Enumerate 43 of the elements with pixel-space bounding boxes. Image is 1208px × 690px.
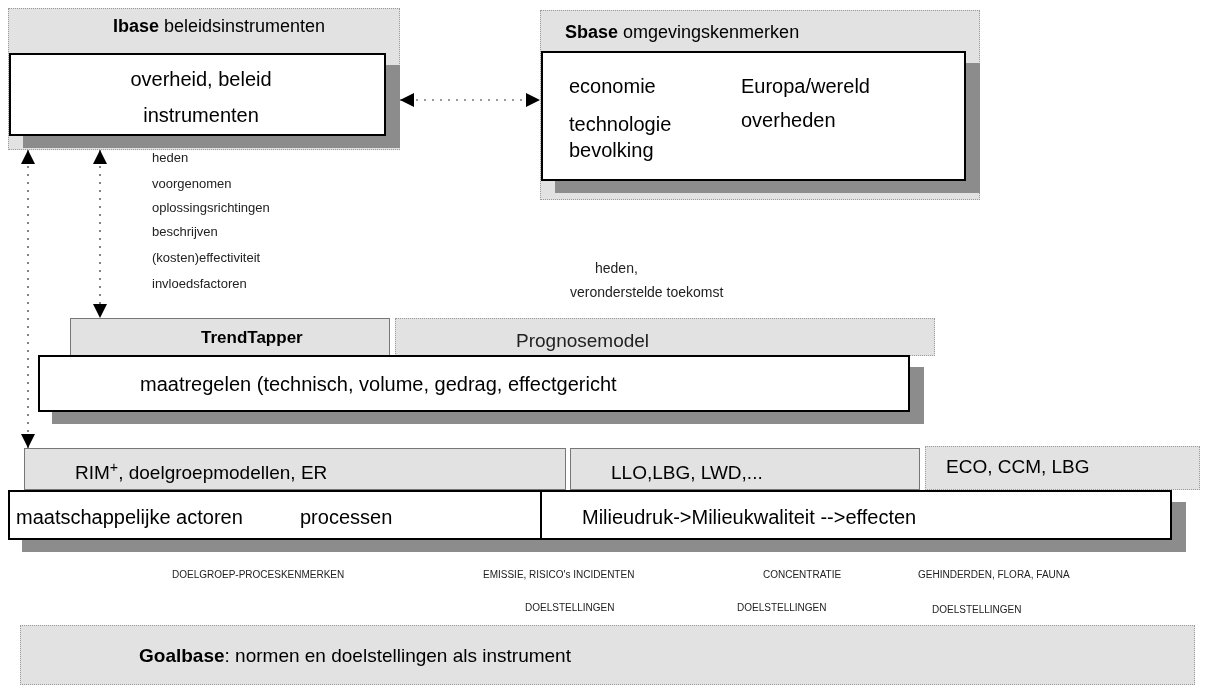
node-label: Sbase omgevingskenmerken [565, 21, 800, 44]
model-panel [8, 8, 400, 150]
annotation-text: DOELSTELLINGEN [932, 603, 1022, 617]
arrow [399, 93, 541, 107]
node-label: bevolking [569, 138, 654, 163]
node-label: RIM$^{+}$, doelgroepmodellen, ER [75, 459, 328, 485]
annotation-text: heden, [595, 259, 638, 278]
node-label: Milieudruk->Milieukwaliteit -->effecten [582, 505, 917, 530]
annotation-text: voorgenomen [152, 175, 232, 193]
node-label: economie [569, 74, 656, 99]
node-label: processen [300, 505, 393, 530]
annotation-text: CONCENTRATIE [763, 568, 842, 582]
node-label: LLO,LBG, LWD,... [611, 461, 763, 485]
annotation-text: veronderstelde toekomst [570, 283, 724, 302]
annotation-text: DOELSTELLINGEN [737, 601, 827, 615]
node-label: TrendTapper [201, 327, 303, 349]
node-label: maatschappelijke actoren [16, 505, 243, 530]
node-label: Goalbase: normen en doelstellingen als instrument [139, 644, 571, 668]
model-tab [70, 318, 390, 358]
node-label: Prognosemodel [516, 329, 650, 353]
model-tab [395, 318, 935, 356]
node-label: maatregelen (technisch, volume, gedrag, effectgericht [140, 372, 617, 397]
node-label: overheid, beleid instrumenten [129, 67, 273, 128]
annotation-text: (kosten)effectiviteit [152, 249, 261, 267]
model-tab [570, 448, 920, 490]
annotation-text: beschrijven [152, 223, 218, 241]
annotation-text: heden [152, 149, 189, 167]
annotation-text: DOELSTELLINGEN [525, 601, 615, 615]
annotation-text: GEHINDERDEN, FLORA, FAUNA [918, 568, 1070, 582]
node-label: Ibase beleidsinstrumenten [113, 15, 326, 38]
node-label: technologie [569, 112, 672, 137]
model-panel [540, 10, 980, 200]
node-label: Europa/wereld [741, 74, 870, 99]
node-label: overheden [741, 108, 836, 133]
goal-band [20, 625, 1195, 685]
annotation-text: invloedsfactoren [152, 275, 247, 293]
node-label: ECO, CCM, LBG [946, 455, 1090, 479]
annotation-text: oplossingsrichtingen [152, 199, 270, 217]
model-tab [925, 446, 1200, 490]
annotation-text: EMISSIE, RISICO's INCIDENTEN [483, 568, 635, 582]
arrow [21, 149, 35, 449]
annotation-text: DOELGROEP-PROCESKENMERKEN [172, 568, 345, 582]
model-tab [24, 448, 566, 490]
